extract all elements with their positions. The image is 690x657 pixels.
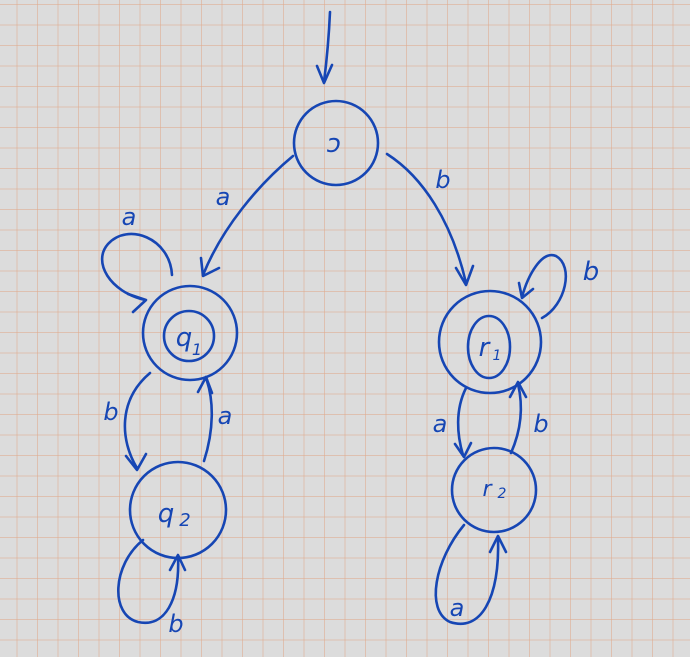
transition-q1-q2-label: b <box>103 398 118 426</box>
transition-r1-r2-label: a <box>433 410 448 438</box>
state-r2-label: r <box>482 477 493 502</box>
transition-q2-q1-label: a <box>218 402 233 430</box>
transition-q2-q1: a <box>196 375 233 463</box>
transition-r2-r1: b <box>508 380 549 455</box>
transition-r2-r1-label: b <box>533 410 548 438</box>
state-q1[interactable]: q 1 <box>141 284 239 382</box>
transition-r1-r2: a <box>433 386 473 459</box>
transition-r2-r2: a <box>434 523 508 625</box>
transition-q1-q2: b <box>103 371 152 472</box>
state-r2-subscript: 2 <box>498 486 507 502</box>
transition-r2-r2-label: a <box>450 594 465 622</box>
transition-s-r1: b <box>385 152 475 287</box>
transition-q2-q2: b <box>117 538 187 638</box>
state-q1-label: q <box>176 323 193 353</box>
transition-r1-r1-label: b <box>583 257 600 287</box>
state-q2-subscript: 2 <box>179 510 190 531</box>
initial-arrow <box>315 10 334 85</box>
state-r1-subscript: 1 <box>493 348 502 364</box>
state-s[interactable]: ɔ <box>292 99 380 187</box>
state-r1-label: r <box>479 333 492 363</box>
state-r1[interactable]: r 1 <box>437 289 543 395</box>
transition-s-r1-label: b <box>435 166 450 194</box>
transition-q2-q2-label: b <box>168 610 183 638</box>
state-r2[interactable]: r 2 <box>450 446 538 534</box>
transition-q1-q1-label: a <box>122 203 137 231</box>
transition-s-q1: a <box>199 154 295 278</box>
transition-s-q1-label: a <box>216 183 231 211</box>
transition-r1-r1: b <box>517 253 600 320</box>
state-q1-subscript: 1 <box>192 340 202 359</box>
state-q2[interactable]: q 2 <box>128 460 228 560</box>
state-s-label: ɔ <box>327 129 341 159</box>
state-q2-label: q <box>158 499 175 529</box>
transition-q1-q1: a <box>101 203 174 314</box>
